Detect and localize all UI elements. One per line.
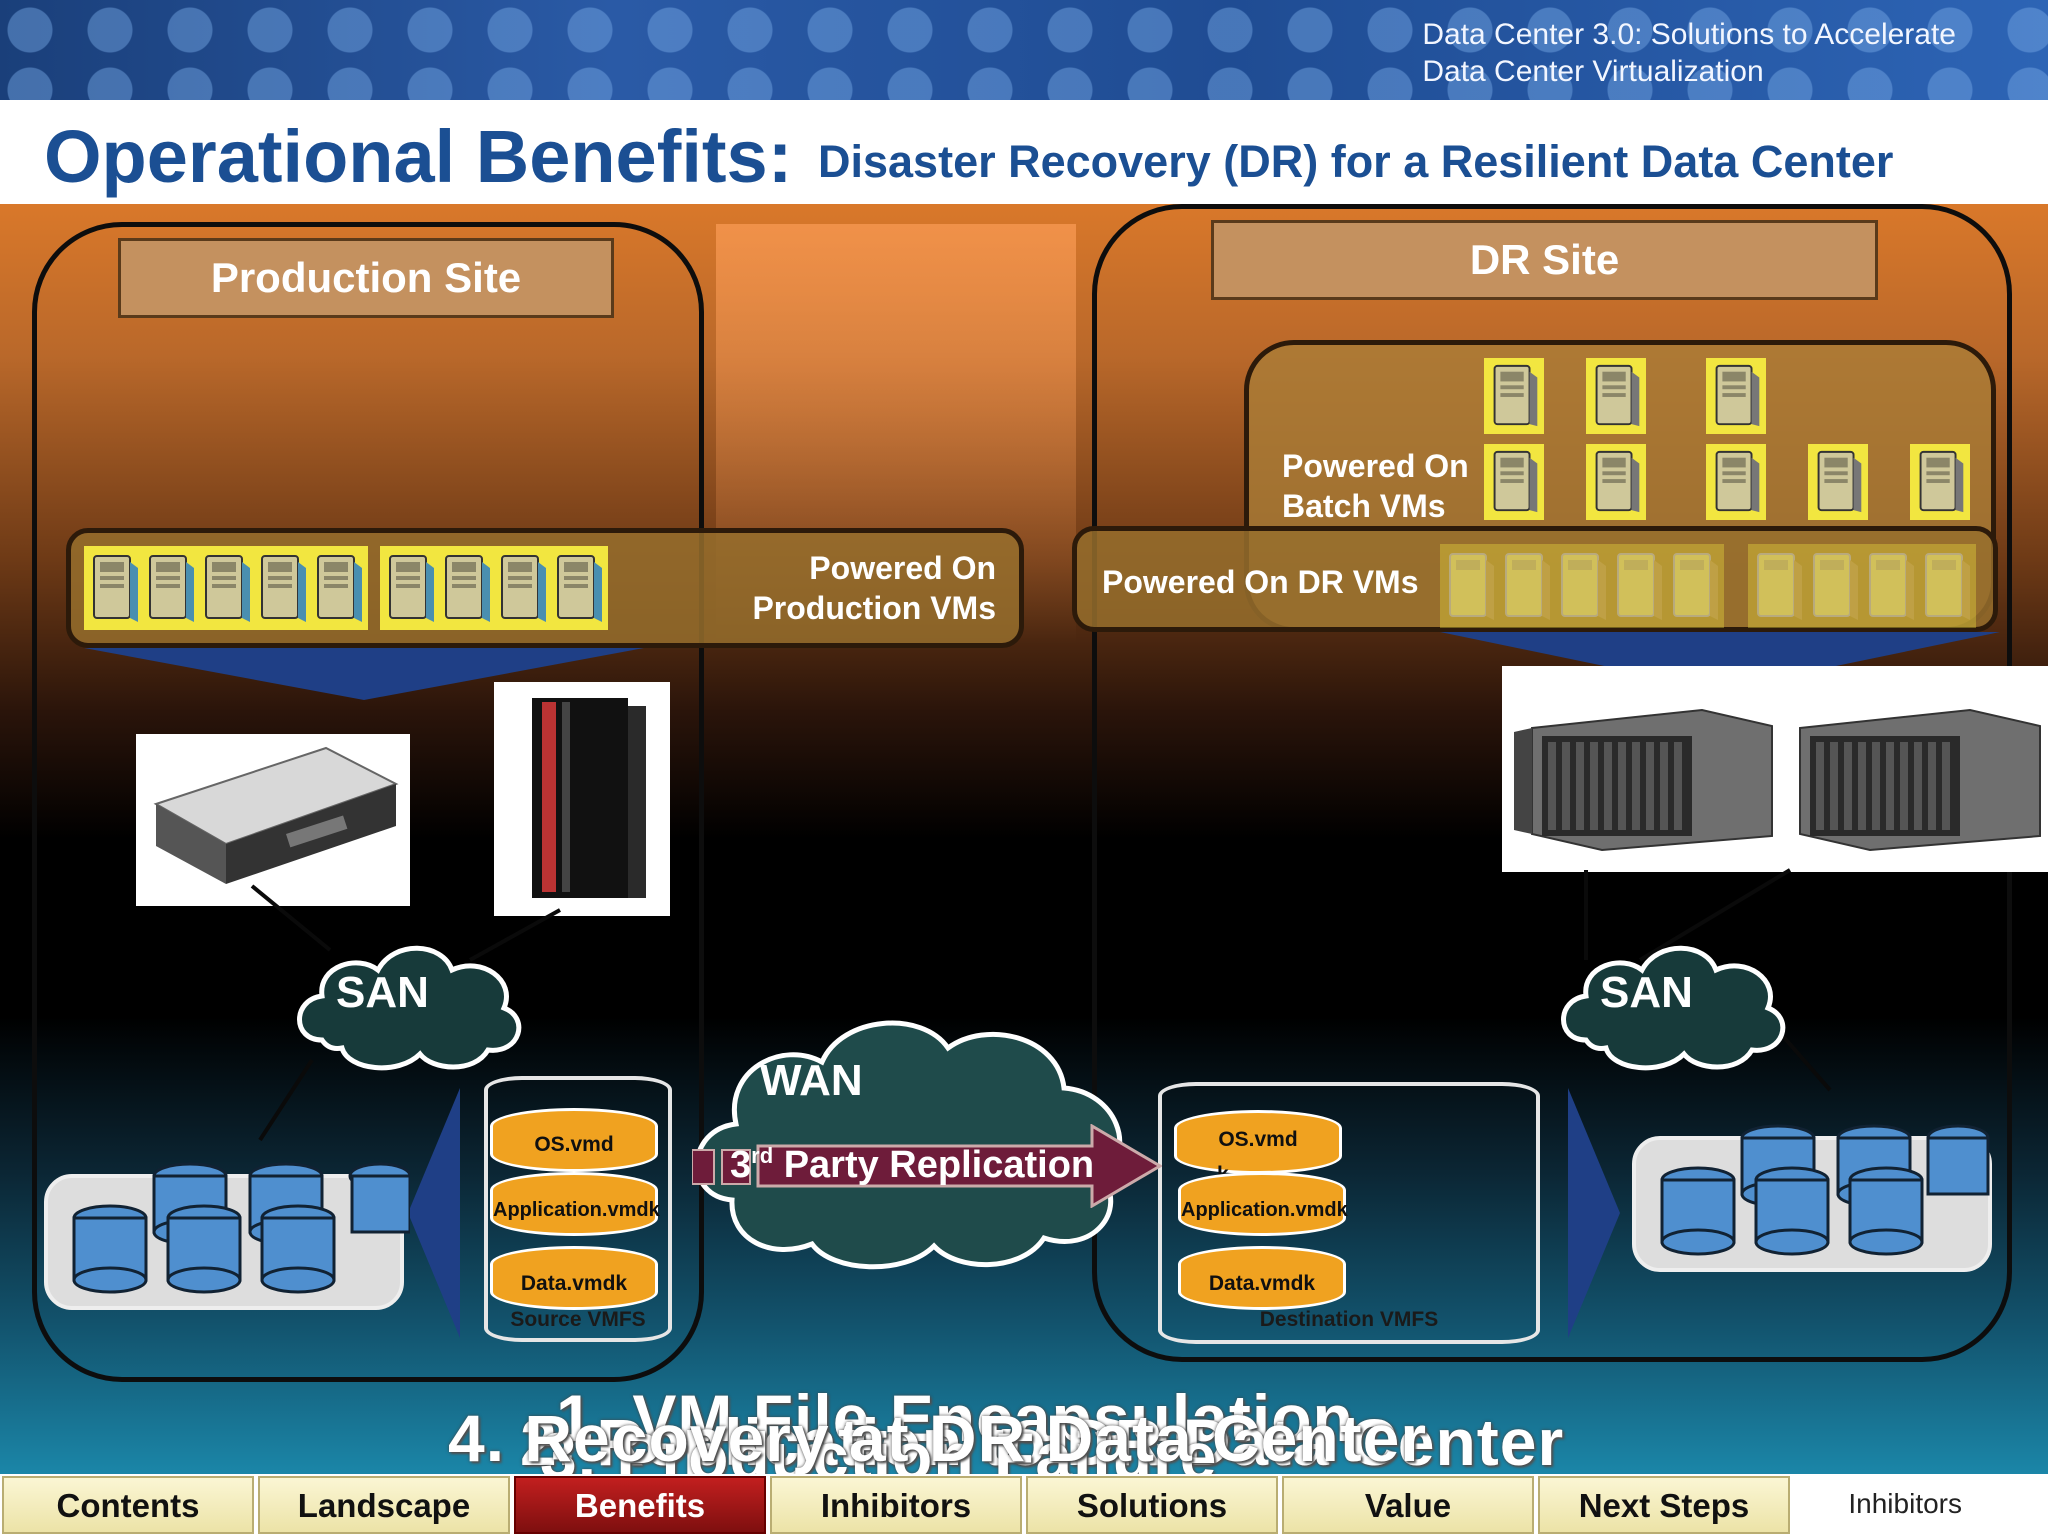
batch-vm-icon xyxy=(1706,358,1766,434)
source-vmfs-caption: Source VMFS xyxy=(510,1308,646,1331)
destination-app-vmdk: Application.vmdk xyxy=(1178,1172,1348,1236)
destination-side-arrow xyxy=(1568,1088,1620,1338)
deck-title: Data Center 3.0: Solutions to Accelerate… xyxy=(1422,16,1956,90)
step-caption-4: 4. Recovery at DR Data Center xyxy=(448,1401,1428,1475)
production-down-arrow xyxy=(84,648,644,700)
dr-vm-icon xyxy=(1500,548,1552,624)
dr-vm-icon xyxy=(1752,548,1804,624)
production-vm-group-2 xyxy=(380,546,608,630)
source-os-vmdk: OS.vmd xyxy=(490,1108,658,1172)
replication-label-prefix: 3 xyxy=(730,1144,752,1186)
nav-tab-inhibitors[interactable]: Inhibitors xyxy=(770,1476,1022,1534)
page-title: Operational Benefits: xyxy=(44,115,793,198)
dr-vm-icon xyxy=(1444,548,1496,624)
mainframe-image xyxy=(494,682,670,916)
batch-vm-icon xyxy=(1910,444,1970,520)
batch-vm-icon xyxy=(1706,444,1766,520)
dr-vm-icon xyxy=(1668,548,1720,624)
step-caption-2: 2. Replication to DR Data Center xyxy=(520,1405,1565,1479)
source-data-vmdk: Data.vmdk xyxy=(490,1246,658,1310)
dr-site-label: DR Site xyxy=(1211,220,1878,300)
batch-vms-label-line2: Batch VMs xyxy=(1282,488,1446,524)
production-vm-icon xyxy=(200,550,252,626)
page-subtitle: Disaster Recovery (DR) for a Resilient D… xyxy=(818,136,1894,187)
replication-label-sup: rd xyxy=(751,1143,774,1168)
batch-vms-label-line1: Powered On xyxy=(1282,448,1469,484)
title-bar: Operational Benefits: Disaster Recovery … xyxy=(0,100,2048,204)
dr-vm-group-1 xyxy=(1440,544,1724,628)
san-right-label: SAN xyxy=(1600,968,1693,1017)
replication-arrow xyxy=(692,1124,1162,1208)
destination-vmfs-caption: Destination VMFS xyxy=(1259,1308,1439,1331)
batch-vm-icon xyxy=(1586,444,1646,520)
bottom-nav: Contents Landscape Benefits Inhibitors S… xyxy=(0,1474,2048,1536)
production-vm-icon xyxy=(496,550,548,626)
dr-vm-icon xyxy=(1808,548,1860,624)
san-left-label: SAN xyxy=(336,968,429,1017)
production-vm-icon xyxy=(88,550,140,626)
batch-vm-icon xyxy=(1484,358,1544,434)
nav-tab-solutions[interactable]: Solutions xyxy=(1026,1476,1278,1534)
production-vm-group-1 xyxy=(84,546,368,630)
destination-vmfs-cylinder xyxy=(1158,1082,1540,1344)
production-vm-icon xyxy=(552,550,604,626)
production-vm-icon xyxy=(440,550,492,626)
nav-tab-value[interactable]: Value xyxy=(1282,1476,1534,1534)
dr-vm-icon xyxy=(1556,548,1608,624)
replication-label-rest: Party Replication xyxy=(773,1144,1095,1186)
production-vm-icon xyxy=(384,550,436,626)
rack-server-image xyxy=(136,734,410,906)
destination-data-vmdk: Data.vmdk xyxy=(1178,1246,1346,1310)
source-app-vmdk: Application.vmdk xyxy=(490,1172,660,1236)
deck-title-line1: Data Center 3.0: Solutions to Accelerate xyxy=(1422,18,1956,51)
production-vms-label-line1: Powered On xyxy=(809,550,996,586)
san-cloud-left xyxy=(297,945,522,1071)
batch-vm-icon xyxy=(1484,444,1544,520)
production-vm-icon xyxy=(144,550,196,626)
dr-vm-icon xyxy=(1612,548,1664,624)
production-vms-label: Powered On Production VMs xyxy=(736,548,996,628)
nav-tab-landscape[interactable]: Landscape xyxy=(258,1476,510,1534)
banner-pattern xyxy=(0,0,2048,100)
replication-label: 3rd Party Replication xyxy=(730,1143,1094,1187)
dr-down-arrow xyxy=(1440,632,2000,690)
dr-vm-icon xyxy=(1864,548,1916,624)
production-vms-label-line2: Production VMs xyxy=(752,590,996,626)
step-caption-1: 1. VM File Encapsulation xyxy=(556,1381,1354,1455)
san-cloud-right xyxy=(1561,945,1786,1071)
destination-disk-array xyxy=(1632,1124,1992,1272)
source-side-arrow xyxy=(408,1088,460,1338)
nav-tab-contents[interactable]: Contents xyxy=(2,1476,254,1534)
production-site-container xyxy=(32,222,704,1382)
dr-vms-label: Powered On DR VMs xyxy=(1102,564,1419,600)
header-banner: Data Center 3.0: Solutions to Accelerate… xyxy=(0,0,2048,100)
source-disk-array xyxy=(44,1162,410,1310)
nav-tab-benefits[interactable]: Benefits xyxy=(514,1476,766,1534)
dr-vm-group-2 xyxy=(1748,544,1976,628)
nav-tab-next-steps[interactable]: Next Steps xyxy=(1538,1476,1790,1534)
batch-vm-icon xyxy=(1808,444,1868,520)
destination-os-vmdk-label: OS.vmd xyxy=(1218,1128,1298,1151)
dr-vm-icon xyxy=(1920,548,1972,624)
production-vm-icon xyxy=(312,550,364,626)
deck-title-line2: Data Center Virtualization xyxy=(1422,55,1764,88)
blade-chassis-image xyxy=(1502,666,2048,872)
production-site-label: Production Site xyxy=(118,238,614,318)
production-vm-icon xyxy=(256,550,308,626)
current-section-label: Inhibitors xyxy=(1848,1488,1962,1519)
source-vmfs-cylinder xyxy=(484,1076,672,1342)
batch-vms-label: Powered On Batch VMs xyxy=(1282,446,1469,526)
destination-os-vmdk: OS.vmd k xyxy=(1174,1110,1342,1185)
batch-vm-icon xyxy=(1586,358,1646,434)
wan-label: WAN xyxy=(760,1056,863,1105)
